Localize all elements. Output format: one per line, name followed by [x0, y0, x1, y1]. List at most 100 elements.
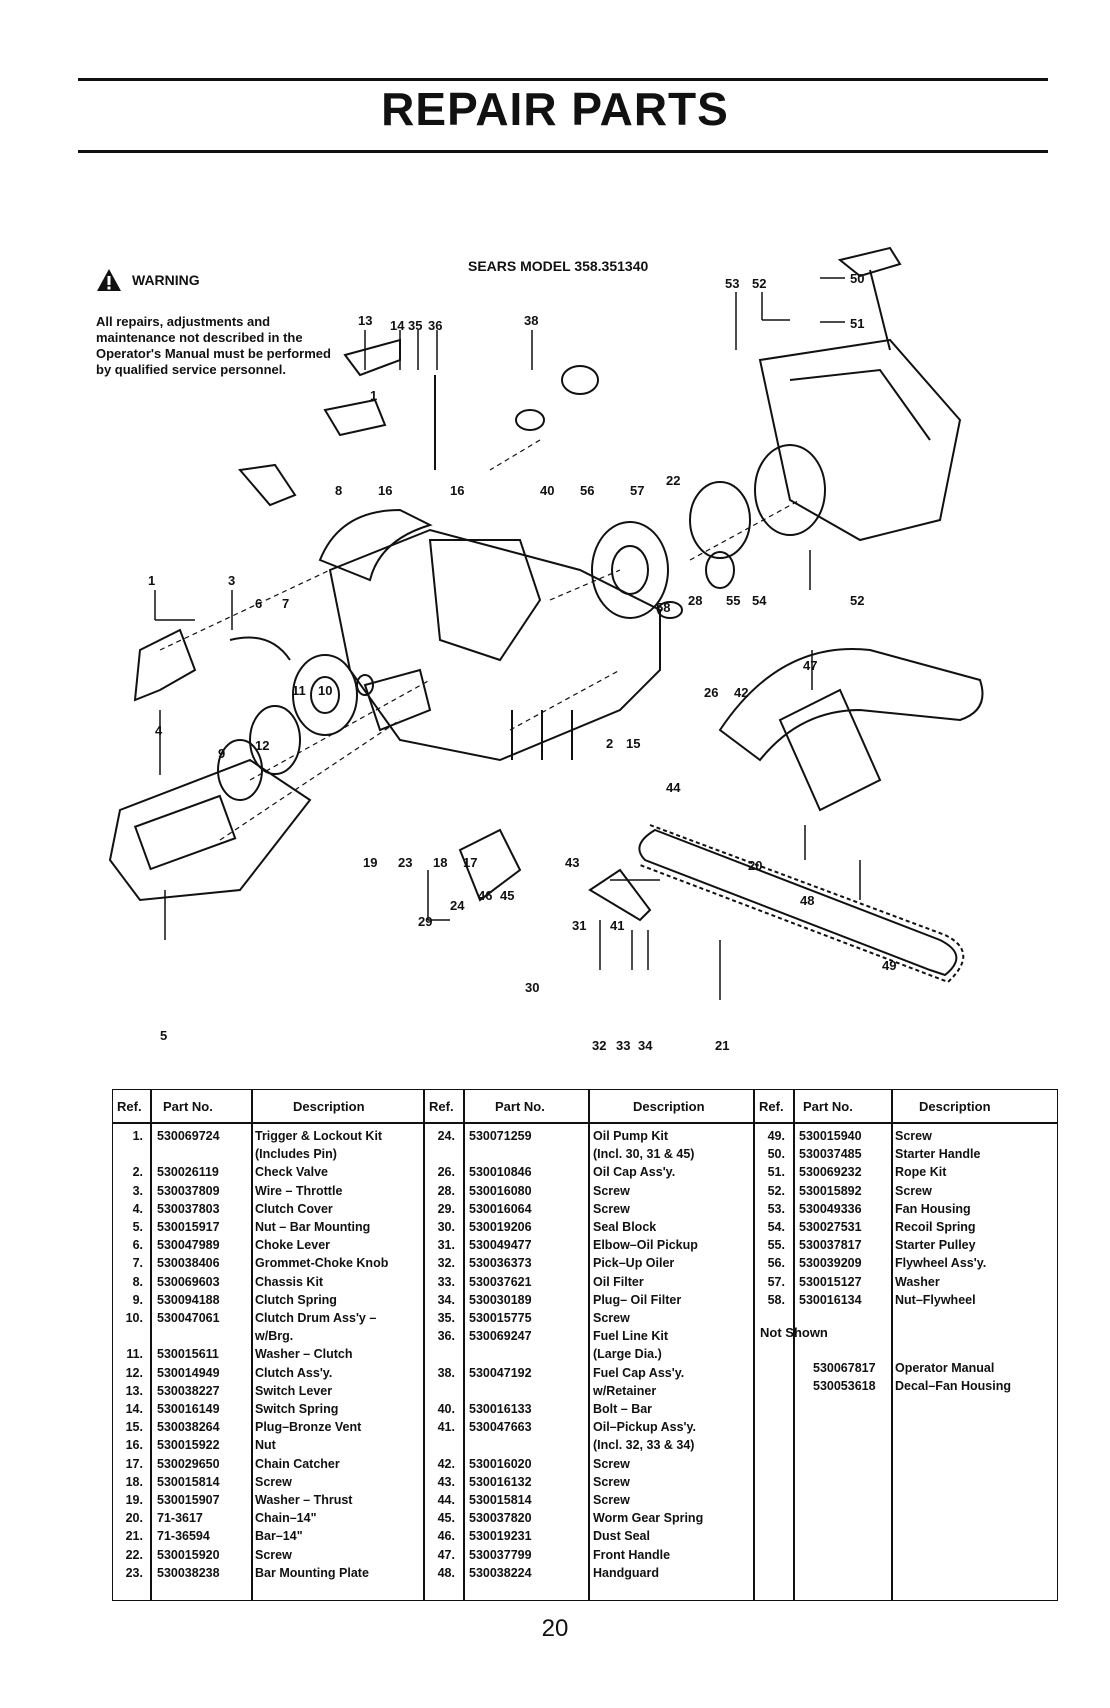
- part-number-cell: 530037621: [469, 1274, 532, 1289]
- callout-51: 51: [850, 316, 864, 331]
- part-number-cell: 530047663: [469, 1420, 532, 1435]
- part-number-cell: 530030189: [469, 1292, 532, 1307]
- ref-cell: 45.: [437, 1511, 455, 1526]
- description-cell: Screw: [593, 1456, 630, 1471]
- warning-label: WARNING: [132, 272, 200, 288]
- part-number-cell: 530047192: [469, 1365, 532, 1380]
- part-number-cell: 530094188: [157, 1292, 220, 1307]
- ref-cell: 38.: [437, 1365, 455, 1380]
- ref-cell: 31.: [437, 1238, 455, 1253]
- top-rule: [78, 78, 1048, 81]
- part-number-cell: 530014949: [157, 1365, 220, 1380]
- description-cell: Screw: [255, 1474, 292, 1489]
- ref-cell: 43.: [437, 1474, 455, 1489]
- front-handle-shape: [718, 648, 984, 762]
- ref-cell: 33.: [437, 1274, 455, 1289]
- recoil-spring-shape: [754, 444, 826, 536]
- callout-57: 57: [630, 483, 644, 498]
- part-number-cell: 530037485: [799, 1147, 862, 1162]
- ref-cell: 29.: [437, 1201, 455, 1216]
- col3-ref-header: Ref.: [759, 1098, 784, 1114]
- callout-31: 31: [572, 918, 586, 933]
- callout-52b: 52: [850, 593, 864, 608]
- part-number-cell: 530015775: [469, 1311, 532, 1325]
- callout-21: 21: [715, 1038, 729, 1053]
- ref-cell: 41.: [437, 1420, 455, 1435]
- ref-cell: 14.: [125, 1402, 143, 1416]
- description-cell: Choke Lever: [255, 1238, 331, 1253]
- description-cell: Plug– Oil Filter: [593, 1292, 682, 1307]
- ref-cell: 32.: [437, 1256, 455, 1271]
- ref-cell: 5.: [132, 1220, 143, 1234]
- title-rule: [78, 150, 1048, 153]
- ref-cell: 17.: [125, 1456, 143, 1471]
- clutch-assy-shape: [249, 705, 301, 775]
- part-number-cell: 530047061: [157, 1311, 220, 1325]
- part-number-cell: 530016080: [469, 1183, 532, 1198]
- callout-28: 28: [688, 593, 702, 608]
- ref-cell: 54.: [767, 1220, 785, 1234]
- ref-cell: 46.: [437, 1529, 455, 1544]
- callout-23: 23: [398, 855, 412, 870]
- callout-45: 45: [500, 888, 514, 903]
- description-cell: Bar–14": [255, 1529, 303, 1544]
- part-number-cell: 530038406: [157, 1256, 220, 1271]
- description-cell: Nut: [255, 1438, 276, 1453]
- page-title: REPAIR PARTS: [381, 83, 729, 135]
- starter-handle-shape: [837, 246, 902, 278]
- part-number-cell: 71-3617: [157, 1511, 203, 1526]
- description-cell: Seal Block: [593, 1220, 657, 1234]
- ref-cell: 58.: [767, 1292, 785, 1307]
- description-cell: (Includes Pin): [255, 1147, 337, 1162]
- part-number-cell: 530037817: [799, 1238, 862, 1253]
- description-cell: Flywheel Ass'y.: [895, 1256, 987, 1271]
- callout-58a: 58: [656, 600, 670, 615]
- callout-4: 4: [155, 723, 163, 738]
- description-cell: Trigger & Lockout Kit: [255, 1129, 383, 1143]
- ref-cell: 40.: [437, 1402, 455, 1416]
- callout-50: 50: [850, 271, 864, 286]
- callout-10: 10: [318, 683, 332, 698]
- description-cell: Plug–Bronze Vent: [255, 1420, 362, 1435]
- ref-cell: 28.: [437, 1183, 455, 1198]
- header-divider: [113, 1122, 1057, 1124]
- part-number-cell: 530027531: [799, 1220, 862, 1234]
- ref-cell: 19.: [125, 1493, 143, 1507]
- description-cell: Oil Pump Kit: [593, 1129, 668, 1143]
- description-cell: Recoil Spring: [895, 1220, 976, 1234]
- callout-8: 8: [335, 483, 342, 498]
- callout-3: 3: [228, 573, 235, 588]
- ref-cell: 36.: [437, 1329, 455, 1344]
- callout-36: 36: [428, 318, 442, 333]
- ref-cell: 21.: [125, 1529, 143, 1544]
- description-cell: Chain–14": [255, 1511, 317, 1526]
- description-cell: Screw: [593, 1474, 630, 1489]
- callout-13: 13: [358, 313, 372, 328]
- description-cell: Fuel Cap Ass'y.: [593, 1365, 685, 1380]
- part-number-cell: 530037803: [157, 1201, 220, 1216]
- description-cell: Starter Handle: [895, 1147, 981, 1162]
- ref-cell: 9.: [132, 1292, 143, 1307]
- ref-cell: 22.: [125, 1547, 143, 1562]
- description-cell: Switch Lever: [255, 1383, 333, 1398]
- part-number-cell: 530015940: [799, 1129, 862, 1143]
- callout-7: 7: [282, 596, 289, 611]
- part-number-cell: 530038227: [157, 1383, 220, 1398]
- callout-38: 38: [524, 313, 538, 328]
- callout-11: 11: [292, 683, 306, 698]
- description-cell: Bar Mounting Plate: [255, 1565, 369, 1580]
- callout-29: 29: [418, 914, 432, 929]
- part-number-cell: 530016134: [799, 1292, 862, 1307]
- part-number-cell: 530071259: [469, 1129, 532, 1143]
- part-number-cell: 530019206: [469, 1220, 532, 1234]
- col2-ref-header: Ref.: [429, 1098, 454, 1114]
- part-number-cell: 530069603: [157, 1274, 220, 1289]
- part-number-cell: 530016149: [157, 1402, 220, 1416]
- part-number-cell: 530010846: [469, 1165, 532, 1180]
- callout-19: 19: [363, 855, 377, 870]
- callout-26: 26: [704, 685, 718, 700]
- part-number-cell: 530067817: [813, 1361, 876, 1375]
- ref-cell: 6.: [132, 1238, 143, 1253]
- description-cell: Decal–Fan Housing: [895, 1379, 1011, 1394]
- description-cell: Wire – Throttle: [255, 1183, 343, 1198]
